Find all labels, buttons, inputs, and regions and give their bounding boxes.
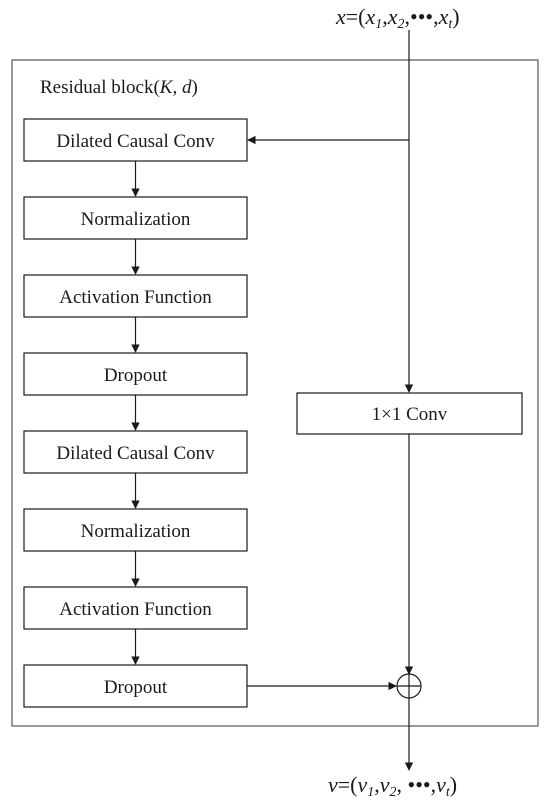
output-sequence-label: v=(v1,v2, •••,vt) [328,772,457,800]
layer-box-dilated-conv-1: Dilated Causal Conv [23,118,248,162]
layer-label: Dilated Causal Conv [56,443,215,464]
layer-label: Normalization [81,209,191,230]
layer-box-dilated-conv-2: Dilated Causal Conv [23,430,248,474]
layer-box-activation-2: Activation Function [23,586,248,630]
layer-label: Activation Function [59,599,212,620]
residual-block-frame [11,59,539,727]
layer-box-normalization-2: Normalization [23,508,248,552]
layer-label: Dropout [104,365,168,386]
layer-label: Dilated Causal Conv [56,131,215,152]
sum-node-icon [396,673,422,699]
layer-box-dropout-1: Dropout [23,352,248,396]
layer-box-activation-1: Activation Function [23,274,248,318]
layer-label: Dropout [104,677,168,698]
residual-block-title: Residual block(K, d) [40,77,198,98]
input-sequence-label: x=(x1,x2,•••,xt) [335,4,460,32]
shortcut-conv-box: 1×1 Conv [296,392,523,435]
layer-label: Normalization [81,521,191,542]
layer-label: Activation Function [59,287,212,308]
shortcut-label: 1×1 Conv [372,404,448,425]
layer-box-dropout-2: Dropout [23,664,248,708]
layer-stack: Dilated Causal Conv Normalization Activa… [23,118,248,708]
layer-box-normalization-1: Normalization [23,196,248,240]
